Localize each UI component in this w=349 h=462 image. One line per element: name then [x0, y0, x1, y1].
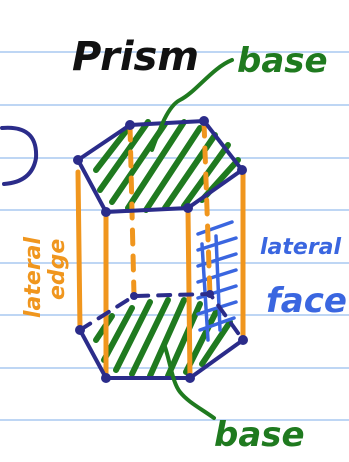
bottom-base-hidden-outline — [78, 292, 245, 342]
lateral-edge-label-line2: edge — [45, 239, 70, 300]
base-top-label: base — [237, 41, 328, 81]
title-label: Prism — [72, 34, 199, 80]
base-bottom-label: base — [214, 415, 305, 455]
partial-circle-stroke — [0, 125, 39, 186]
base-bottom-pointer — [162, 342, 216, 420]
lateral-edge-hidden-right — [201, 119, 213, 299]
vertex-dot — [206, 290, 214, 298]
vertices — [73, 116, 248, 383]
vertex-dot — [75, 325, 85, 335]
lateral-face-label-line1: lateral — [260, 235, 342, 260]
lateral-face-hatching — [196, 220, 238, 342]
vertex-dot — [185, 373, 195, 383]
vertex-dot — [199, 116, 209, 126]
lateral-face-label-line2: face — [266, 281, 347, 321]
vertex-dot — [101, 207, 111, 217]
vertex-dot — [130, 292, 138, 300]
vertex-dot — [238, 335, 248, 345]
base-top-pointer — [150, 58, 234, 152]
vertex-dot — [237, 165, 247, 175]
vertex-dot — [183, 203, 193, 213]
bottom-base-front-outline — [78, 328, 245, 380]
vertex-dot — [101, 373, 111, 383]
vertex-dot — [125, 120, 135, 130]
vertex-dot — [73, 155, 83, 165]
lateral-edge-left — [75, 169, 83, 333]
lateral-edge-label-line1: lateral — [21, 236, 46, 318]
